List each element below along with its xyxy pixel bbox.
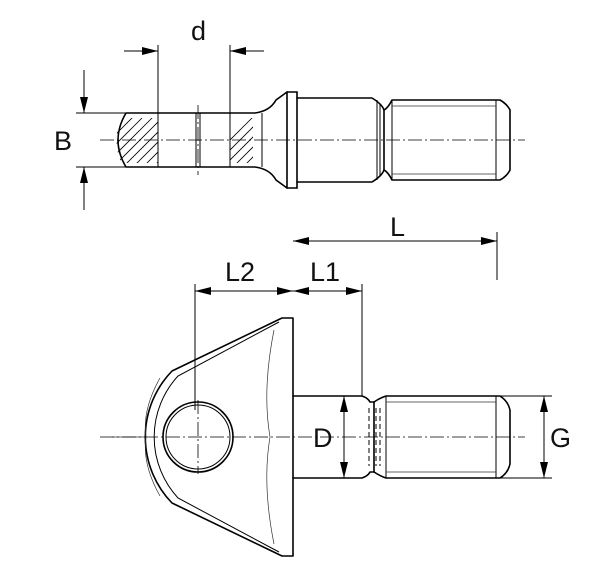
- top-view: [100, 91, 525, 189]
- dimension-l2: L2: [194, 257, 293, 410]
- dimension-l1-label: L1: [310, 257, 340, 287]
- dimension-b: B: [54, 70, 126, 210]
- dimension-b-label: B: [54, 126, 72, 156]
- dimension-l: L: [293, 212, 498, 280]
- dimension-g-label: G: [550, 423, 571, 453]
- dimension-d-diameter-label: D: [313, 423, 333, 453]
- dimension-d: d: [124, 16, 264, 118]
- dimension-d-diameter: D: [313, 396, 348, 478]
- dimension-d-label: d: [191, 16, 206, 46]
- top-view-shaft: [286, 91, 511, 189]
- dimension-l2-label: L2: [225, 257, 255, 287]
- dimension-l-label: L: [390, 212, 405, 242]
- dimension-g: G: [500, 395, 571, 479]
- front-view: [100, 317, 525, 557]
- dimension-l1: L1: [293, 257, 363, 396]
